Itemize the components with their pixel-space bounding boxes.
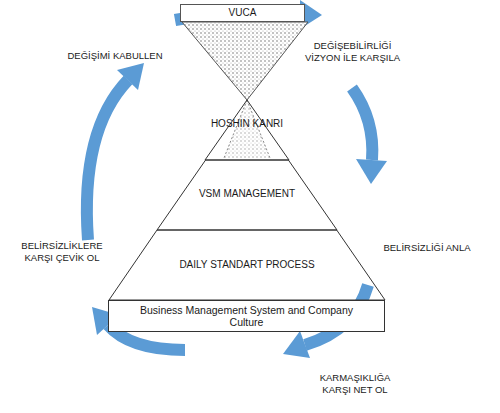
vuca-box: VUCA <box>180 4 305 22</box>
band-outline-shape <box>109 230 385 300</box>
node-text: VUCA <box>229 7 257 19</box>
pyramid-band: DAILY STANDART PROCESS <box>109 230 385 300</box>
cycle-arrow <box>352 88 372 160</box>
cycle-step-label: DEĞİŞİMİ KABULLEN <box>60 50 170 62</box>
arrow-head <box>117 63 144 90</box>
pyramid-band: HOSHIN KANRI <box>205 100 289 160</box>
cycle-step-label: BELİRSİZLİĞİ ANLA <box>372 242 482 254</box>
cycle-step-label: DEĞİŞEBİLİRLİĞİ VİZYON İLE KARŞILA <box>300 40 405 64</box>
hourglass <box>182 22 308 158</box>
node-text: DAILY STANDART PROCESS <box>179 259 314 271</box>
pyramid-band: VSM MANAGEMENT <box>157 160 337 230</box>
cycle-step-label: KARMAŞIKLIĞA KARŞI NET OL <box>305 372 405 396</box>
band-outline-shape <box>205 100 289 160</box>
node-text: VSM MANAGEMENT <box>199 188 295 200</box>
foundation-box: Business Management System and Company C… <box>108 300 385 332</box>
arrow-head <box>356 159 387 184</box>
hourglass-top <box>182 22 308 100</box>
node-text: Business Management System and Company C… <box>127 304 367 328</box>
node-text: HOSHIN KANRI <box>211 118 283 130</box>
cycle-step-label: BELİRSİZLİKLERE KARŞI ÇEVİK OL <box>12 240 112 264</box>
band-outline <box>205 100 289 160</box>
arrow-head <box>283 331 310 358</box>
cycle-arrow <box>87 80 128 240</box>
band-outline-shape <box>157 160 337 230</box>
